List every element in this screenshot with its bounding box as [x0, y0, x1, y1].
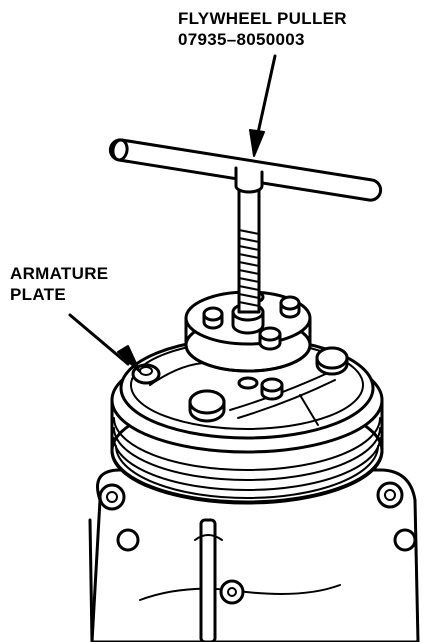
puller-leader-arrow [249, 54, 277, 157]
flywheel-puller-label: FLYWHEEL PULLER 07935–8050003 [178, 8, 347, 50]
body-bolt-left [98, 483, 126, 511]
armature-leader-arrow [68, 313, 141, 373]
armature-plate [119, 336, 375, 440]
lead-wire [199, 518, 217, 642]
body-bolt-lower-left [116, 528, 140, 552]
body-bolt-right [376, 481, 404, 509]
armature-plate-label: ARMATURE PLATE [10, 263, 108, 305]
tool-part-number-text: 07935–8050003 [178, 30, 305, 49]
puller-bolt-left [202, 306, 224, 330]
armature-label-line2: PLATE [10, 285, 66, 304]
puller-body [184, 290, 312, 373]
tool-name-text: FLYWHEEL PULLER [178, 9, 347, 28]
puller-bolt-front [258, 326, 282, 351]
body-bolt-lower-right [393, 528, 417, 552]
body-bolt-bottom [219, 579, 245, 605]
armature-label-line1: ARMATURE [10, 264, 109, 283]
puller-bolt-right [279, 295, 301, 319]
t-handle [108, 138, 383, 202]
compressor-body [88, 468, 420, 642]
threaded-shaft [237, 176, 261, 314]
